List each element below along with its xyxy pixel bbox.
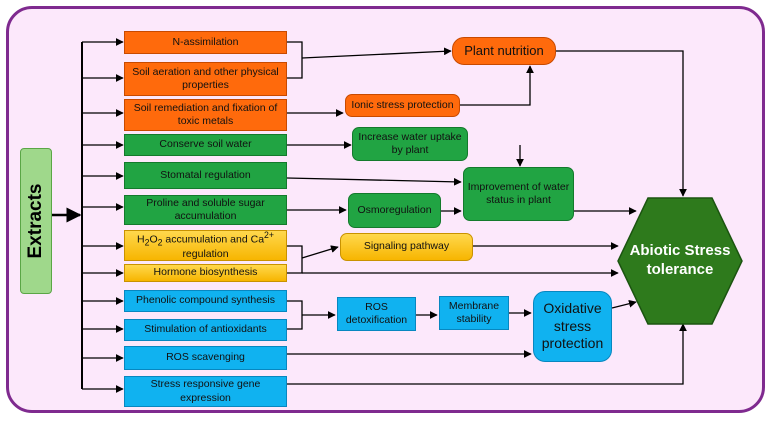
increase-water-box: Increase water uptake by plant	[352, 127, 468, 161]
proline-sugar-box: Proline and soluble sugar accumulation	[124, 195, 287, 225]
h2o2-calcium-box: H2O2 accumulation and Ca2+regulation	[124, 230, 287, 261]
phenolic-synthesis-box: Phenolic compound synthesis	[124, 290, 287, 312]
extracts-label: Extracts	[25, 183, 46, 259]
ionic-stress-box: Ionic stress protection	[345, 94, 460, 117]
soil-aeration-box: Soil aeration and other physical propert…	[124, 62, 287, 96]
membrane-stability-box: Membrane stability	[439, 296, 509, 330]
oxidative-stress-label: Oxidative stress protection	[541, 300, 604, 352]
soil-remediation-label: Soil remediation and fixation of toxic m…	[133, 101, 278, 127]
h2o2-calcium-label: H2O2 accumulation and Ca2+regulation	[136, 229, 275, 261]
ros-scavenging-label: ROS scavenging	[166, 351, 245, 364]
osmoregulation-label: Osmoregulation	[357, 203, 432, 216]
water-status-box: Improvement of water status in plant	[463, 167, 574, 221]
ros-scavenging-box: ROS scavenging	[124, 346, 287, 370]
water-status-label: Improvement of water status in plant	[467, 180, 570, 206]
n-assimilation-label: N-assimilation	[172, 35, 239, 48]
stomatal-regulation-box: Stomatal regulation	[124, 162, 287, 189]
conserve-soil-water-box: Conserve soil water	[124, 134, 287, 156]
conserve-soil-water-label: Conserve soil water	[159, 138, 252, 151]
signaling-pathway-label: Signaling pathway	[363, 240, 450, 253]
membrane-stability-label: Membrane stability	[448, 299, 500, 325]
proline-sugar-label: Proline and soluble sugar accumulation	[146, 196, 265, 222]
soil-aeration-label: Soil aeration and other physical propert…	[132, 65, 279, 91]
hormone-biosynthesis-label: Hormone biosynthesis	[153, 266, 258, 279]
hormone-biosynthesis-box: Hormone biosynthesis	[124, 264, 287, 282]
antioxidants-label: Stimulation of antioxidants	[144, 323, 267, 336]
ros-detox-box: ROS detoxification	[337, 297, 416, 331]
abiotic-stress-hexagon	[617, 197, 743, 325]
stress-gene-box: Stress responsive gene expression	[124, 376, 287, 407]
stress-gene-label: Stress responsive gene expression	[150, 378, 261, 404]
stomatal-regulation-label: Stomatal regulation	[160, 168, 251, 181]
ionic-stress-label: Ionic stress protection	[351, 98, 454, 111]
abiotic-stress-label: Abiotic Stress tolerance	[629, 242, 731, 278]
plant-nutrition-box: Plant nutrition	[452, 37, 556, 65]
osmoregulation-box: Osmoregulation	[348, 193, 441, 228]
oxidative-stress-box: Oxidative stress protection	[533, 291, 612, 362]
extracts-box: Extracts	[20, 148, 52, 294]
soil-remediation-box: Soil remediation and fixation of toxic m…	[124, 99, 287, 131]
increase-water-label: Increase water uptake by plant	[358, 130, 462, 156]
ros-detox-label: ROS detoxification	[345, 300, 408, 326]
phenolic-synthesis-label: Phenolic compound synthesis	[136, 294, 275, 307]
signaling-pathway-box: Signaling pathway	[340, 233, 473, 261]
n-assimilation-box: N-assimilation	[124, 31, 287, 54]
plant-nutrition-label: Plant nutrition	[464, 42, 544, 58]
antioxidants-box: Stimulation of antioxidants	[124, 319, 287, 341]
